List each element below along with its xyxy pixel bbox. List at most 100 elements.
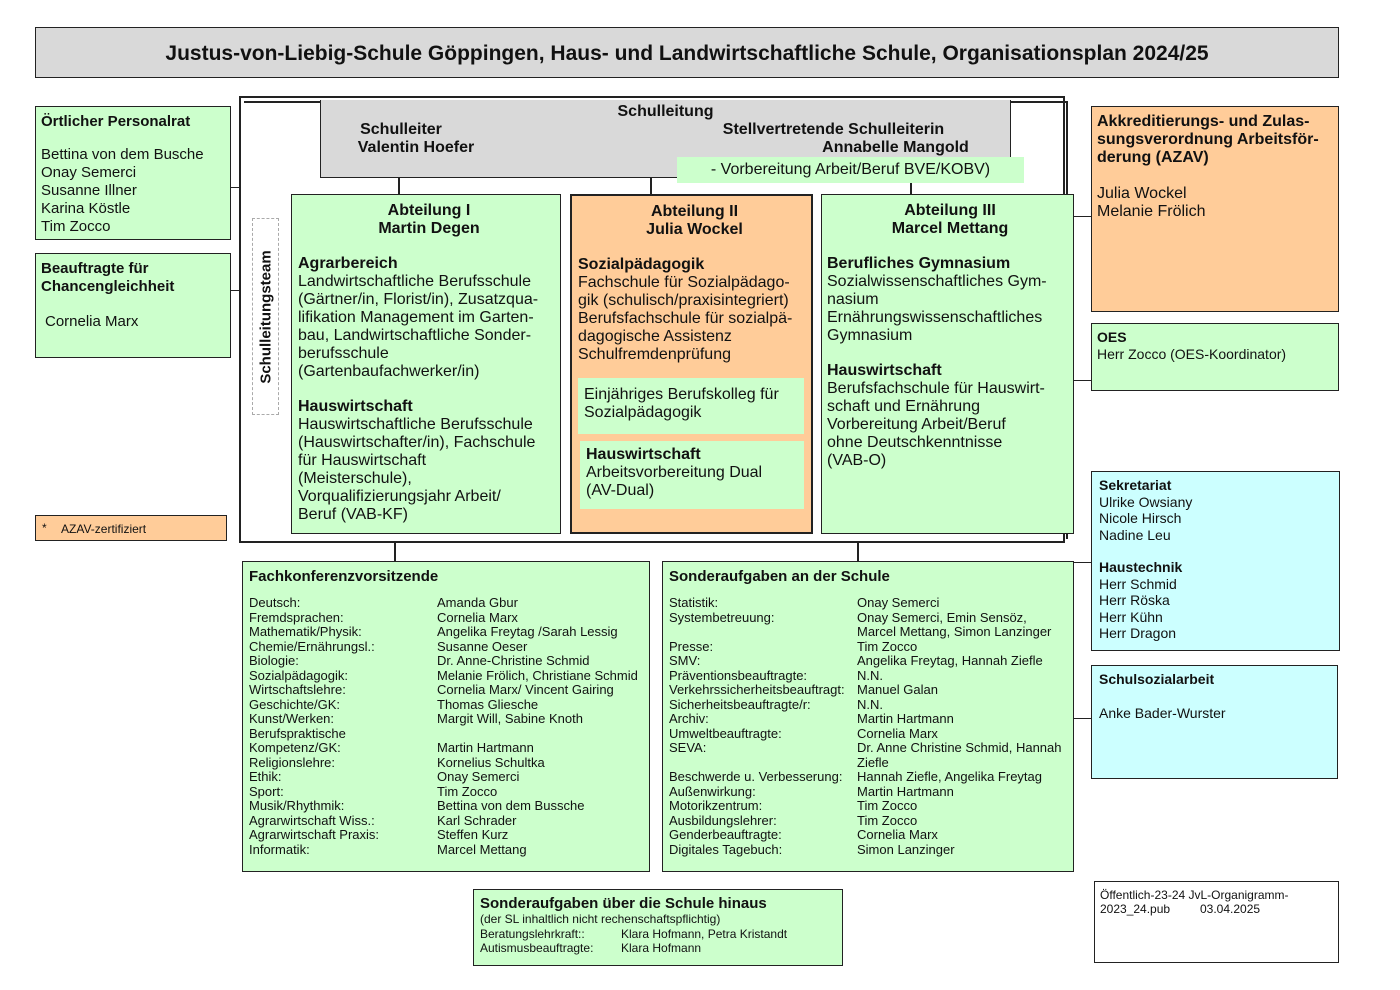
azav-heading: derung (AZAV): [1097, 149, 1209, 166]
sonder-value: Onay Semerci, Emin Sensöz,: [857, 609, 1027, 625]
azav-legend: * AZAV-zertifiziert: [35, 515, 227, 541]
fachkonferenz-row: Sozialpädagogik:Melanie Frölich, Christi…: [249, 667, 649, 684]
fachkonferenz-row: Sport:Tim Zocco: [249, 783, 649, 800]
sonder-value: Ziefle: [857, 754, 889, 770]
fachkonferenz-row: Kompetenz/GK:Martin Hartmann: [249, 740, 649, 756]
fachkonferenz-row: Agrarwirtschaft Wiss.: Karl Schrader: [249, 812, 649, 829]
sonder-label: Umweltbeauftragte:: [669, 725, 782, 741]
fachkonferenz-row: Agrarwirtschaft Praxis:Steffen Kurz: [249, 827, 649, 843]
fachkonferenz-label: Informatik:: [249, 841, 310, 857]
fachkonferenz-value: Onay Semerci: [437, 769, 520, 784]
connector-down: [650, 178, 652, 194]
abt3-sec1-title: Berufliches Gymnasium: [827, 255, 1011, 272]
abt2-head: Julia Wockel: [646, 221, 743, 238]
sonder-value: Marcel Mettang, Simon Lanzinger: [857, 624, 1052, 639]
abt3-sec2-line: ohne Deutschkenntnisse: [827, 434, 1003, 451]
chancen-heading: Chancengleichheit: [41, 278, 175, 295]
abt2-sec1-title: Sozialpädagogik: [578, 256, 705, 273]
abt3-sec2-line: Vorbereitung Arbeit/Beruf: [827, 416, 1006, 433]
fachkonferenz-label: Wirtschaftslehre:: [249, 682, 346, 697]
abt2-sec1-line: gik (schulisch/praxisintegriert): [578, 292, 789, 309]
sonder-extern-row: Beratungslehrkraft:: Klara Hofmann, Petr…: [480, 927, 842, 942]
fachkonferenz-value: Marcel Mettang: [437, 841, 527, 857]
sonder-row: Marcel Mettang, Simon Lanzinger: [669, 624, 1074, 640]
sonder-value: Cornelia Marx: [857, 827, 938, 842]
fachkonferenz-row: Berufspraktische: [249, 726, 649, 742]
fachkonferenz-value: Bettina von dem Bussche: [437, 798, 585, 813]
haustechnik-name: Herr Dragon: [1099, 625, 1177, 641]
abteilung-3-box: Abteilung III Marcel Mettang Berufliches…: [821, 194, 1074, 534]
abt2-hw-title: Hauswirtschaft: [586, 446, 701, 463]
abt1-sec1-line: bau, Landwirtschaftliche Sonder-: [298, 327, 532, 344]
fachkonferenz-value: Tim Zocco: [437, 783, 498, 799]
fachkonferenz-label: Ethik:: [249, 769, 282, 784]
fachkonferenz-label: Fremdsprachen:: [249, 609, 344, 625]
haustechnik-name: Herr Kühn: [1099, 608, 1163, 625]
sonder-label: Digitales Tagebuch:: [669, 841, 783, 857]
abt2-title: Abteilung II: [650, 203, 739, 220]
fachkonferenz-row: Kunst/Werken:Margit Will, Sabine Knoth: [249, 711, 649, 727]
sonder-box: Sonderaufgaben an der Schule Statistik:O…: [662, 561, 1074, 872]
abt3-head: Marcel Mettang: [891, 220, 1009, 237]
abt2-hw-line: Arbeitsvorbereitung Dual: [586, 464, 763, 481]
fachkonferenz-row: Fremdsprachen: Cornelia Marx: [249, 609, 649, 626]
sonder-extern-subheading: (der SL inhaltlich nicht rechenschaftspf…: [480, 912, 721, 926]
abt3-sec1-line: nasium: [827, 291, 879, 308]
fachkonferenz-value: Melanie Frölich, Christiane Schmid: [437, 667, 638, 683]
schulleiter-name: Valentin Hoefer: [357, 139, 475, 156]
sonder-value: Martin Hartmann: [857, 783, 954, 799]
sonder-row: Archiv: Martin Hartmann: [669, 711, 1074, 727]
fachkonferenz-label: Agrarwirtschaft Wiss.:: [249, 812, 375, 828]
sonder-label: SMV:: [669, 653, 701, 668]
stellv-title: Stellvertretende Schulleiterin: [722, 121, 945, 138]
title-box: Justus-von-Liebig-Schule Göppingen, Haus…: [35, 27, 1339, 78]
footer-line1: Öffentlich-23-24 JvL-Organigramm-: [1100, 888, 1289, 902]
fachkonferenz-label: Chemie/Ernährungsl.:: [249, 638, 375, 654]
sonder-row: Presse:Tim Zocco: [669, 639, 1074, 655]
abt2-sec1-line: Schulfremdenprüfung: [578, 346, 731, 363]
fachkonferenz-row: Deutsch:Amanda Gbur: [249, 595, 649, 611]
sonder-extern-box: Sonderaufgaben über die Schule hinaus (d…: [473, 889, 843, 966]
sonder-heading: Sonderaufgaben an der Schule: [669, 568, 890, 585]
sonder-label: Archiv:: [669, 711, 709, 726]
haustechnik-name: Herr Schmid: [1099, 575, 1177, 592]
abt1-sec1-line: berufsschule: [298, 345, 389, 362]
sonder-row: Statistik:Onay Semerci: [669, 595, 1074, 611]
fachkonferenz-label: Religionslehre:: [249, 754, 335, 770]
fachkonferenz-row: Chemie/Ernährungsl.: Susanne Oeser: [249, 638, 649, 655]
sonder-label: Ausbildungslehrer:: [669, 812, 777, 828]
azav-star: *: [42, 521, 47, 535]
azav-box: Akkreditierungs- und Zulas- sungsverordn…: [1091, 106, 1339, 312]
sekretariat-name: Ulrike Owsiany: [1099, 493, 1193, 510]
connector-right: [1073, 562, 1094, 563]
abt1-sec2-line: Vorqualifizierungsjahr Arbeit/: [298, 488, 501, 505]
personalrat-member: Karina Köstle: [41, 200, 131, 217]
sonder-row: Sicherheitsbeauftragte/r:N.N.: [669, 696, 1074, 713]
abt1-sec2-line: (Hauswirtschafter/in), Fachschule: [298, 434, 536, 451]
footer-info-box: Öffentlich-23-24 JvL-Organigramm- 2023_2…: [1094, 881, 1339, 963]
fachkonferenz-row: Religionslehre:Kornelius Schultka: [249, 754, 649, 771]
fachkonferenz-row: Geschichte/GK:Thomas Gliesche: [249, 697, 649, 713]
abt2-sec1-line: dagogische Assistenz: [578, 328, 732, 345]
personalrat-heading: Örtlicher Personalrat: [41, 113, 191, 130]
fachkonferenz-row: Ethik: Onay Semerci: [249, 769, 649, 785]
sonder-value: Hannah Ziefle, Angelika Freytag: [857, 769, 1042, 784]
footer-date: 03.04.2025: [1200, 902, 1261, 916]
personalrat-box: Örtlicher Personalrat Bettina von dem Bu…: [35, 106, 231, 240]
chancen-heading: Beauftragte für: [41, 260, 149, 277]
abt1-title: Abteilung I: [387, 202, 471, 219]
sonder-label: Sicherheitsbeauftragte/r:: [669, 696, 811, 712]
fachkonferenz-value: Karl Schrader: [437, 812, 517, 828]
chancengleichheit-box: Beauftragte für Chancengleichheit Cornel…: [35, 253, 231, 358]
fachkonferenz-label: Agrarwirtschaft Praxis:: [249, 827, 380, 842]
av-dual-box: Hauswirtschaft Arbeitsvorbereitung Dual …: [580, 441, 804, 509]
abt1-sec2-line: für Hauswirtschaft: [298, 452, 427, 469]
abt1-head: Martin Degen: [378, 220, 480, 237]
sonder-value: Martin Hartmann: [857, 711, 954, 726]
fachkonferenz-value: Susanne Oeser: [437, 638, 528, 654]
page-title: Justus-von-Liebig-Schule Göppingen, Haus…: [165, 42, 1209, 65]
fachkonferenz-value: Cornelia Marx: [437, 609, 518, 625]
sonder-row: Beschwerde u. Verbesserung:Hannah Ziefle…: [669, 769, 1074, 785]
sonder-extern-label: Autismusbeauftragte:: [480, 941, 594, 955]
